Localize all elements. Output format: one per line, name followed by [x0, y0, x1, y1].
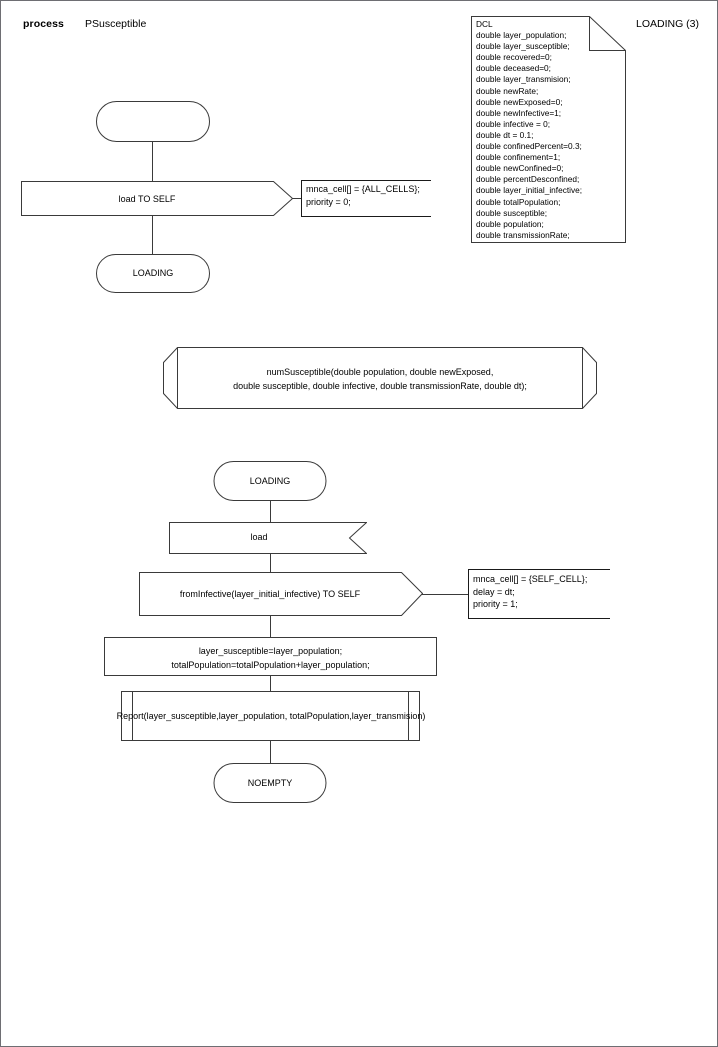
state-symbol-loading-b[interactable] [213, 461, 327, 501]
state-reference-label: LOADING (3) [636, 18, 700, 30]
page-title: PSusceptible [85, 18, 147, 30]
comment-symbol-output-a-text: mnca_cell[] = {ALL_CELLS}; priority = 0; [306, 184, 420, 207]
connector-state-to-input [270, 501, 271, 523]
procedure-call-symbol-numsusceptible[interactable] [163, 347, 597, 409]
procedure-call-symbol-report-label: Report(layer_susceptible,layer_populatio… [116, 711, 426, 721]
comment-symbol-output-b[interactable] [468, 569, 610, 619]
procedure-call-symbol-numsusceptible-text: numSusceptible(double population, double… [233, 367, 527, 391]
state-symbol-loading-a-label: LOADING [132, 268, 174, 278]
task-symbol-assignments[interactable] [104, 637, 437, 676]
state-symbol-noempty[interactable] [213, 763, 327, 803]
connector-output-to-state [152, 216, 153, 255]
connector-output-to-task [270, 616, 271, 638]
input-symbol-load[interactable] [169, 522, 367, 554]
state-symbol-loading-a[interactable] [96, 254, 210, 293]
connector-output-to-comment [292, 198, 302, 199]
connector-procedure-to-state [270, 741, 271, 764]
page-kind-label: process [23, 18, 64, 30]
state-symbol-loading-b-label: LOADING [249, 476, 291, 486]
input-symbol-load-label: load [250, 532, 268, 542]
connector-output-to-comment-b [422, 594, 469, 595]
output-symbol-frominfective-label: fromInfective(layer_initial_infective) T… [179, 589, 361, 599]
procedure-call-symbol-report[interactable] [121, 691, 420, 741]
connector-task-to-procedure [270, 676, 271, 692]
start-symbol[interactable] [96, 101, 210, 142]
note-folded-corner-icon [471, 16, 626, 243]
output-symbol-frominfective[interactable] [139, 572, 423, 616]
task-symbol-assignments-text: layer_susceptible=layer_population; tota… [171, 646, 370, 670]
declaration-note[interactable]: DCL double layer_population; double laye… [471, 16, 626, 243]
connector-start-to-output [152, 142, 153, 186]
connector-input-to-output [270, 554, 271, 573]
comment-symbol-output-a[interactable] [301, 180, 431, 217]
output-symbol-load-to-self[interactable] [21, 181, 293, 216]
output-symbol-label: load TO SELF [118, 194, 176, 204]
declaration-note-text: DCL double layer_population; double laye… [476, 19, 583, 240]
state-symbol-noempty-label: NOEMPTY [247, 778, 293, 788]
comment-symbol-output-b-text: mnca_cell[] = {SELF_CELL}; delay = dt; p… [473, 574, 588, 609]
